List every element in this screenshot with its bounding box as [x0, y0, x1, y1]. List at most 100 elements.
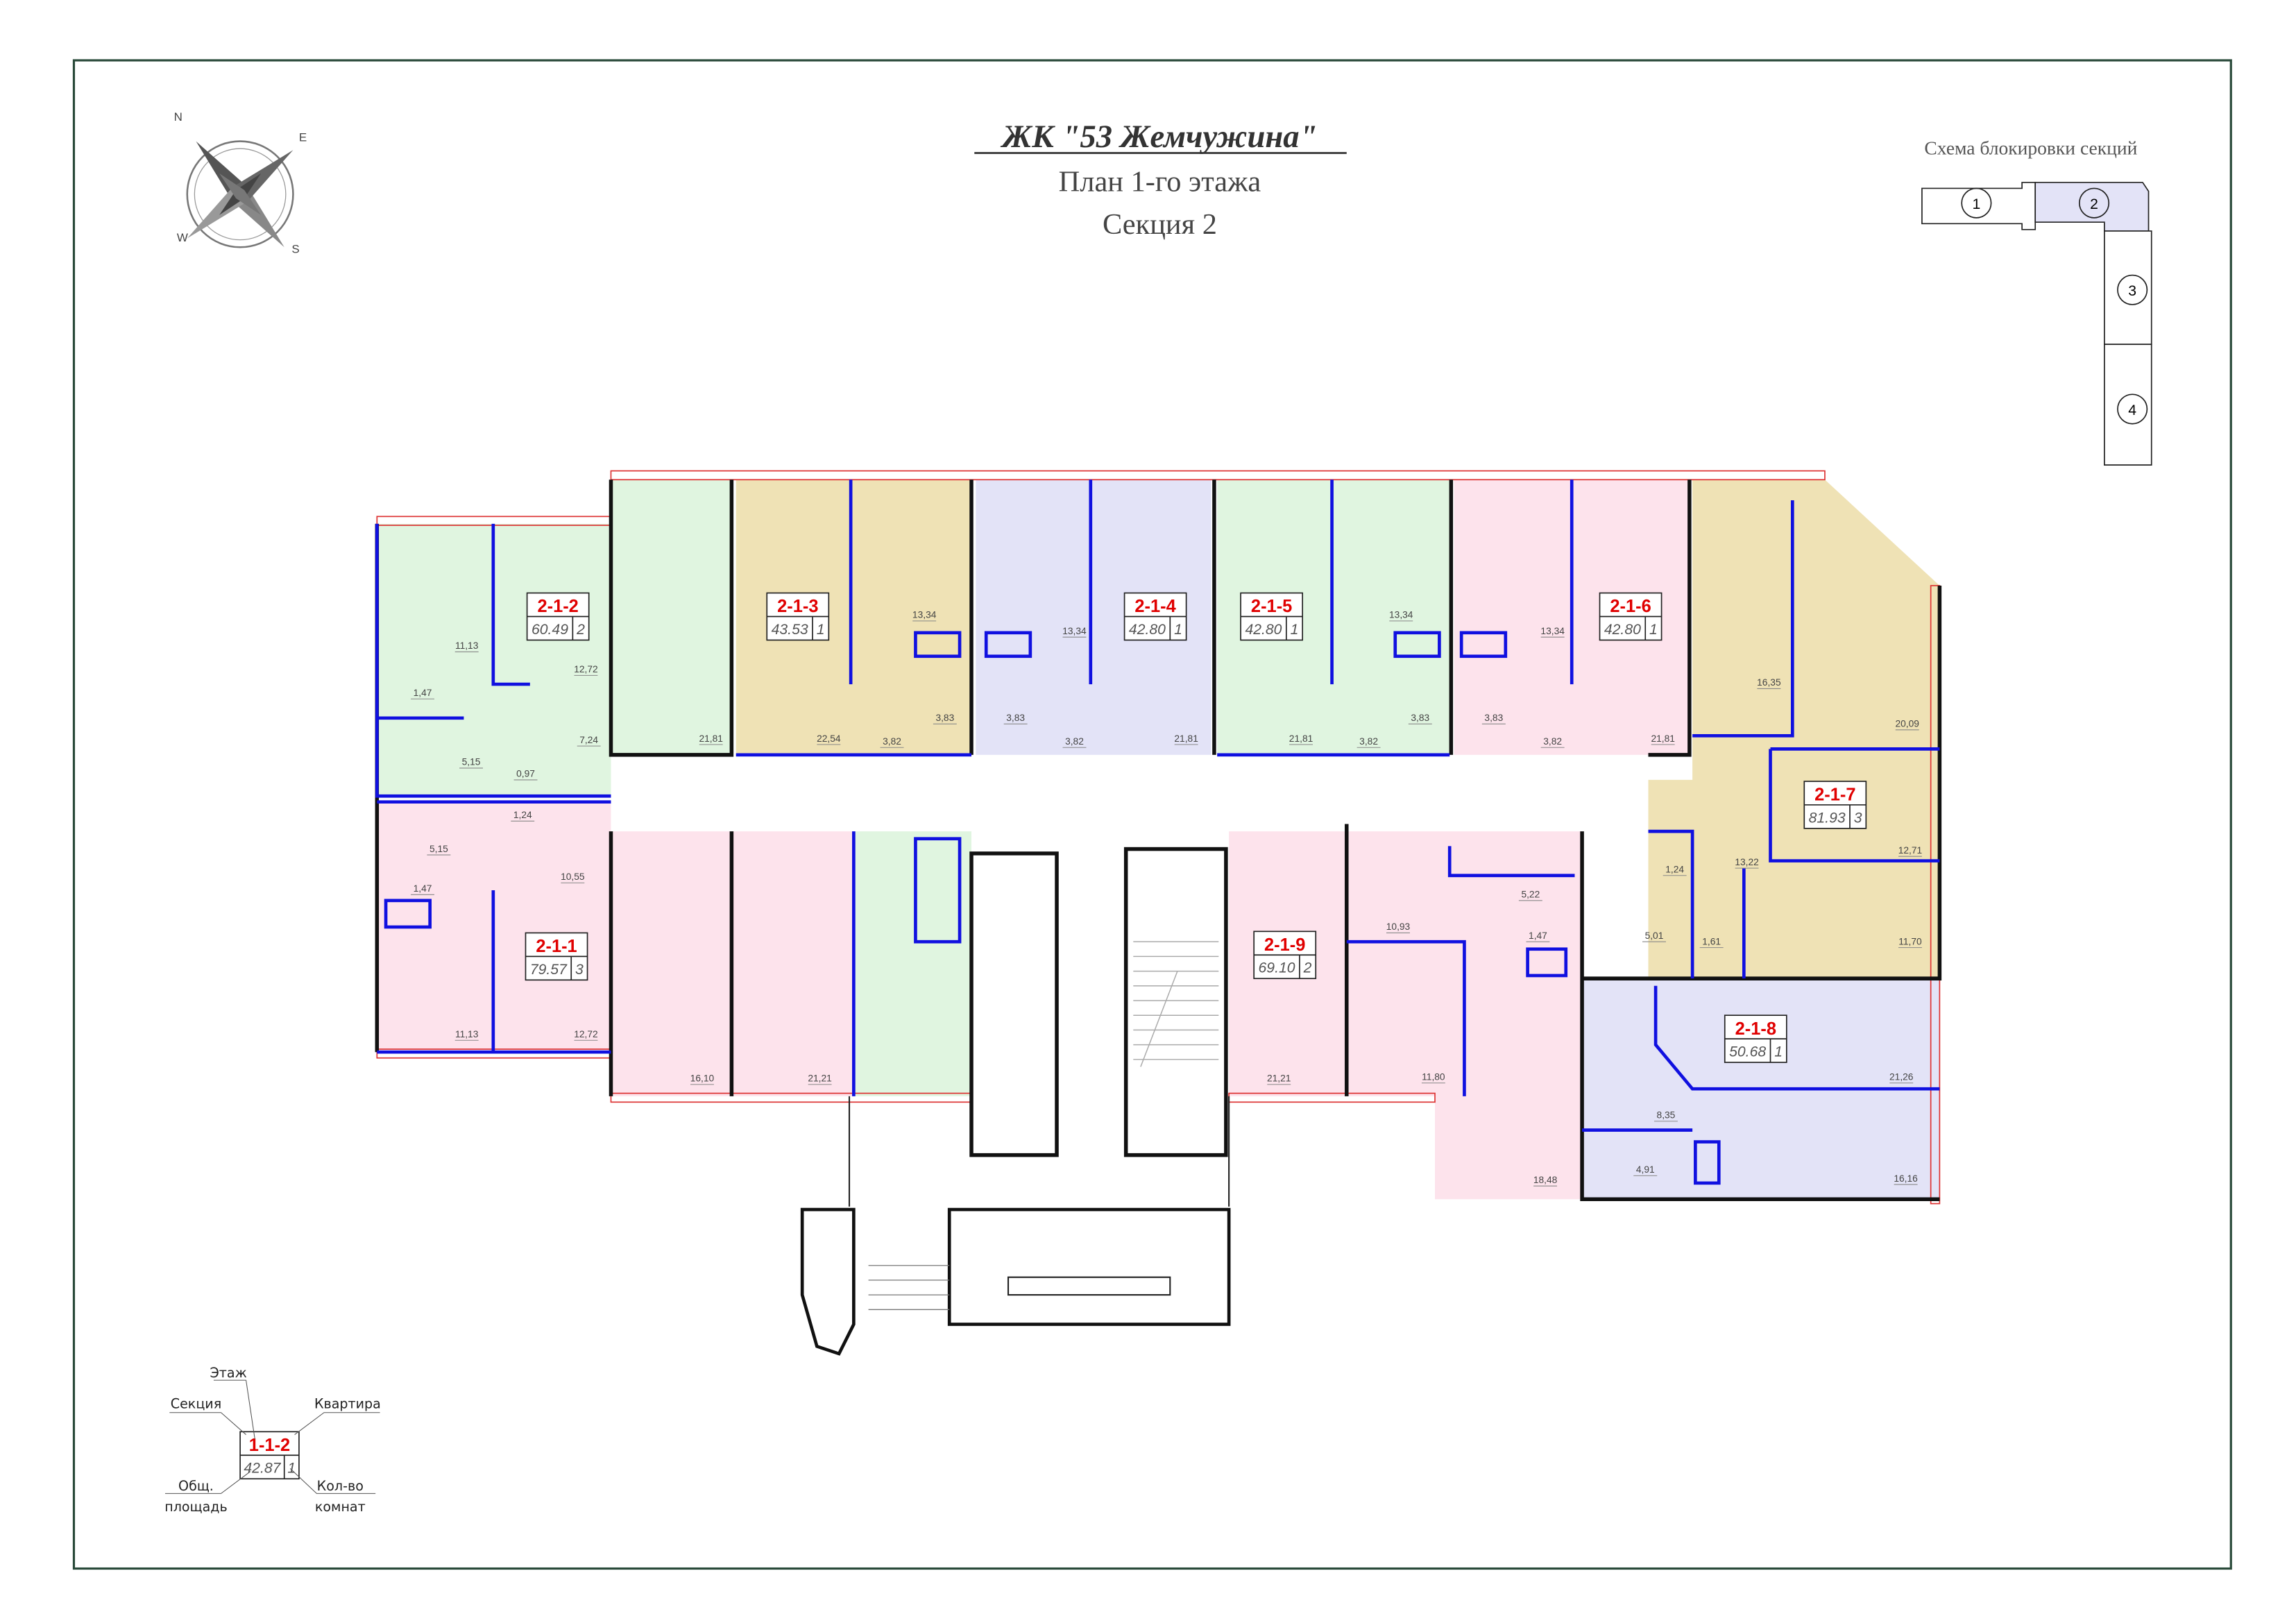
apartment-area: 43.53 — [772, 622, 808, 638]
apartment-rooms: 1 — [817, 622, 825, 638]
legend-area-label-2: площадь — [164, 1499, 227, 1515]
scheme-label-2: 2 — [2090, 196, 2098, 212]
legend: 1-1-2 42.87 1 Этаж Секция Квартира Общ. … — [164, 1366, 381, 1515]
room-area-label: 21,21 — [1267, 1073, 1291, 1084]
room-area-label: 21,81 — [699, 733, 722, 744]
room-area-label: 3,82 — [1543, 736, 1562, 747]
apartment-area: 42.80 — [1129, 622, 1166, 638]
room-area-label: 13,34 — [1062, 626, 1087, 636]
apartment-label-2-1-3[interactable]: 2-1-3 43.53 1 — [766, 592, 830, 641]
room-area-label: 21,26 — [1889, 1072, 1914, 1082]
room-area-label: 13,34 — [912, 610, 937, 620]
apartment-area: 79.57 — [530, 962, 568, 978]
room-area-label: 5,15 — [462, 757, 481, 767]
room-area-label: 7,24 — [579, 735, 598, 745]
scheme-section-1 — [1921, 182, 2036, 230]
room-area-label: 1,24 — [1665, 865, 1684, 875]
apartment-rooms: 3 — [1854, 810, 1862, 826]
room-area-label: 16,16 — [1894, 1173, 1918, 1184]
scheme-label-4: 4 — [2128, 402, 2136, 418]
apartment-label-2-1-1[interactable]: 2-1-1 79.57 3 — [525, 932, 588, 981]
room-area-label: 1,61 — [1702, 936, 1721, 946]
room-area-label: 11,13 — [455, 1029, 479, 1039]
room-area-label: 11,13 — [455, 640, 479, 651]
room-area-label: 18,48 — [1533, 1175, 1558, 1185]
apartment-area: 42.80 — [1245, 622, 1282, 638]
apartment-number: 2-1-4 — [1134, 597, 1176, 616]
room-area-label: 3,83 — [1006, 713, 1025, 723]
room-area-label: 8,35 — [1657, 1110, 1676, 1121]
apartment-rooms: 1 — [1649, 622, 1658, 638]
legend-apartment-label: Квартира — [314, 1396, 381, 1411]
room-area-label: 12,72 — [574, 1029, 597, 1039]
apt-2-1-2-fill-b[interactable] — [611, 479, 732, 755]
room-area-label: 16,35 — [1757, 677, 1781, 688]
apartment-area: 50.68 — [1729, 1044, 1766, 1060]
scheme-label-1: 1 — [1972, 196, 1980, 212]
apartment-label-2-1-5[interactable]: 2-1-5 42.80 1 — [1240, 592, 1304, 641]
room-area-label: 12,71 — [1898, 845, 1922, 856]
room-area-label: 3,83 — [1411, 713, 1429, 723]
apartment-rooms: 1 — [1174, 622, 1182, 638]
section-subtitle: Секция 2 — [1103, 208, 1217, 241]
apartment-number: 2-1-6 — [1610, 597, 1651, 616]
room-area-label: 13,34 — [1389, 610, 1413, 620]
room-area-label: 13,34 — [1540, 626, 1565, 636]
room-area-label: 3,82 — [883, 736, 901, 747]
scheme-section-4 — [2104, 343, 2152, 466]
apartment-rooms: 1 — [1291, 622, 1299, 638]
room-area-label: 1,47 — [414, 883, 432, 894]
compass-s: S — [291, 243, 299, 256]
apartment-number: 2-1-5 — [1251, 597, 1292, 616]
room-area-label: 20,09 — [1895, 719, 1919, 729]
legend-floor-label: Этаж — [210, 1366, 246, 1381]
entrance-porch — [800, 1207, 856, 1356]
room-area-label: 10,93 — [1386, 921, 1411, 932]
room-area-label: 21,81 — [1289, 733, 1313, 744]
apartment-number: 2-1-2 — [537, 597, 578, 616]
room-area-label: 3,83 — [1484, 713, 1503, 723]
legend-sample-rooms: 1 — [287, 1461, 296, 1477]
room-area-label: 5,15 — [430, 844, 448, 854]
walls — [375, 470, 1942, 1356]
apartment-label-2-1-4[interactable]: 2-1-4 42.80 1 — [1123, 592, 1187, 641]
room-area-label: 1,47 — [1529, 931, 1547, 941]
room-area-label: 11,70 — [1898, 936, 1922, 946]
apartment-rooms: 2 — [1303, 960, 1312, 976]
room-area-label: 11,80 — [1422, 1072, 1445, 1082]
room-area-label: 21,81 — [1174, 733, 1198, 744]
legend-rooms-label-1: Кол-во — [317, 1479, 364, 1494]
scheme-label-3: 3 — [2128, 283, 2136, 299]
compass-rose-icon: N E S W — [174, 110, 307, 256]
green-room-fill[interactable] — [853, 831, 972, 1096]
apt-2-1-9-fill[interactable] — [1229, 831, 1583, 1200]
legend-rooms-label-2: комнат — [315, 1499, 366, 1515]
apartment-number: 2-1-3 — [777, 597, 818, 616]
room-area-label: 3,82 — [1065, 736, 1084, 747]
room-area-label: 21,81 — [1651, 733, 1674, 744]
apartment-area: 60.49 — [532, 622, 568, 638]
apartment-rooms: 3 — [575, 962, 584, 978]
apartment-number: 2-1-1 — [536, 937, 577, 956]
apartment-label-2-1-8[interactable]: 2-1-8 50.68 1 — [1724, 1014, 1787, 1063]
room-area-label: 13,22 — [1735, 857, 1758, 867]
room-area-label: 12,72 — [574, 664, 597, 674]
legend-sample-area: 42.87 — [244, 1461, 281, 1477]
room-area-label: 10,55 — [561, 872, 585, 882]
apartment-labels: 2-1-1 79.57 3 2-1-2 60.49 2 2-1-3 43.53 1 2-1-4 42… — [525, 592, 1867, 1063]
apartment-area: 42.80 — [1604, 622, 1641, 638]
apartment-label-2-1-6[interactable]: 2-1-6 42.80 1 — [1599, 592, 1663, 641]
legend-sample-id: 1-1-2 — [249, 1436, 290, 1455]
apartment-number: 2-1-8 — [1735, 1019, 1776, 1039]
compass-w: W — [177, 231, 188, 244]
apartment-area: 81.93 — [1809, 810, 1846, 826]
room-area-label: 16,10 — [690, 1073, 715, 1084]
apartment-rooms: 1 — [1774, 1044, 1783, 1060]
room-area-label: 4,91 — [1636, 1164, 1655, 1175]
legend-section-label: Секция — [171, 1396, 221, 1411]
compass-n: N — [174, 110, 182, 124]
room-area-label: 5,22 — [1521, 890, 1540, 900]
